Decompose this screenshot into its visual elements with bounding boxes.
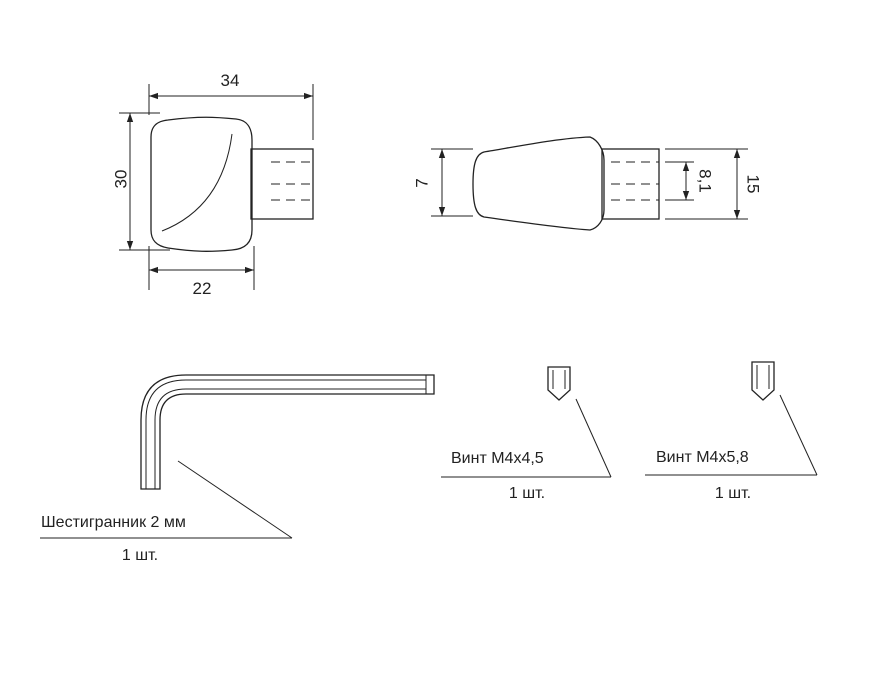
screw-2-name: Винт М4х5,8 (656, 449, 749, 466)
screw-2-leader (779, 394, 818, 476)
dim-15: 15 (744, 175, 763, 194)
handle-front-view: 34 30 22 (111, 71, 314, 298)
knob-body-front (150, 116, 253, 252)
hex-key: Шестигранник 2 мм 1 шт. (40, 374, 435, 564)
hex-key-outline (140, 374, 435, 490)
hex-key-name: Шестигранник 2 мм (41, 514, 186, 531)
dim-34: 34 (221, 71, 240, 90)
handle-side-view: 7 8,1 15 (412, 136, 763, 231)
dim-7: 7 (412, 178, 431, 187)
screw-1-icon (547, 366, 571, 401)
dim-8-1: 8,1 (696, 169, 715, 193)
hex-key-leader (177, 460, 293, 539)
hex-key-qty: 1 шт. (122, 547, 158, 564)
screw-1-name: Винт М4х4,5 (451, 450, 544, 467)
screw-1-leader (575, 398, 612, 478)
screw-1: Винт М4х4,5 1 шт. (441, 366, 612, 502)
pin-front (250, 148, 314, 220)
screw-2: Винт М4х5,8 1 шт. (645, 361, 818, 502)
screw-1-qty: 1 шт. (509, 485, 545, 502)
knob-body-side (472, 136, 605, 231)
dim-22: 22 (193, 279, 212, 298)
pin-side (601, 148, 660, 220)
dim-30: 30 (111, 170, 130, 189)
screw-2-qty: 1 шт. (715, 485, 751, 502)
knob-highlight (161, 133, 233, 232)
screw-2-icon (751, 361, 775, 401)
